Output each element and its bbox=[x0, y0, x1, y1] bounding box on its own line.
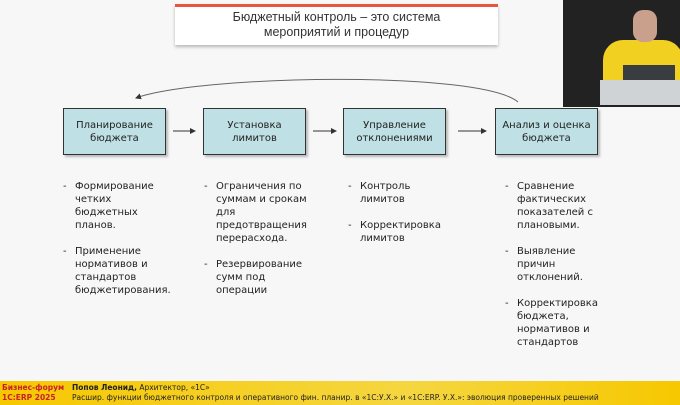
talk-info: Попов Леонид, Архитектор, «1С»Расшир. фу… bbox=[72, 383, 599, 403]
step-label: Планирование bbox=[76, 119, 153, 131]
bullet-item: Корректировка бюджета, нормативов и стан… bbox=[505, 297, 605, 349]
title-accent-bar bbox=[175, 4, 498, 7]
bullet-item: Сравнение фактических показателей с план… bbox=[505, 180, 605, 232]
step-label: Управление bbox=[363, 119, 426, 131]
bullet-item: Выявление причин отклонений. bbox=[505, 245, 605, 284]
bullets-planning: Формирование четких бюджетных планов. Пр… bbox=[63, 180, 173, 310]
speaker-role: Архитектор, «1С» bbox=[136, 383, 210, 392]
bullet-item: Применение нормативов и стандартов бюдже… bbox=[63, 245, 173, 297]
bullets-analysis: Сравнение фактических показателей с план… bbox=[505, 180, 605, 362]
step-label: лимитов bbox=[232, 132, 277, 144]
step-label: бюджета bbox=[522, 132, 571, 144]
speaker-name: Попов Леонид, bbox=[72, 383, 137, 392]
talk-title: Расшир. функции бюджетного контроля и оп… bbox=[72, 393, 599, 402]
bullets-deviations: Контроль лимитов Корректировка лимитов bbox=[348, 180, 448, 258]
bullet-item: Корректировка лимитов bbox=[348, 219, 448, 245]
bullets-limits: Ограничения по суммам и срокам для предо… bbox=[204, 180, 309, 310]
step-label: Установка bbox=[227, 119, 282, 131]
bullet-item: Формирование четких бюджетных планов. bbox=[63, 180, 173, 232]
brand-line: 1С:ERP 2025 bbox=[2, 393, 56, 402]
brand-line: Бизнес-форум bbox=[2, 383, 65, 392]
feedback-arrow bbox=[135, 78, 519, 103]
bullet-item: Контроль лимитов bbox=[348, 180, 448, 206]
title-line: Бюджетный контроль – это система bbox=[232, 10, 441, 24]
step-label: отклонениями bbox=[356, 132, 433, 144]
speaker-video bbox=[563, 0, 680, 107]
bullet-item: Резервирование сумм под операции bbox=[204, 258, 309, 297]
speaker-head bbox=[633, 10, 657, 42]
step-label: Анализ и оценка bbox=[502, 119, 591, 131]
podium bbox=[600, 80, 680, 105]
laptop bbox=[623, 65, 675, 81]
title-line: мероприятий и процедур bbox=[263, 25, 410, 39]
step-label: бюджета bbox=[90, 132, 139, 144]
bullet-item: Ограничения по суммам и срокам для предо… bbox=[204, 180, 309, 245]
